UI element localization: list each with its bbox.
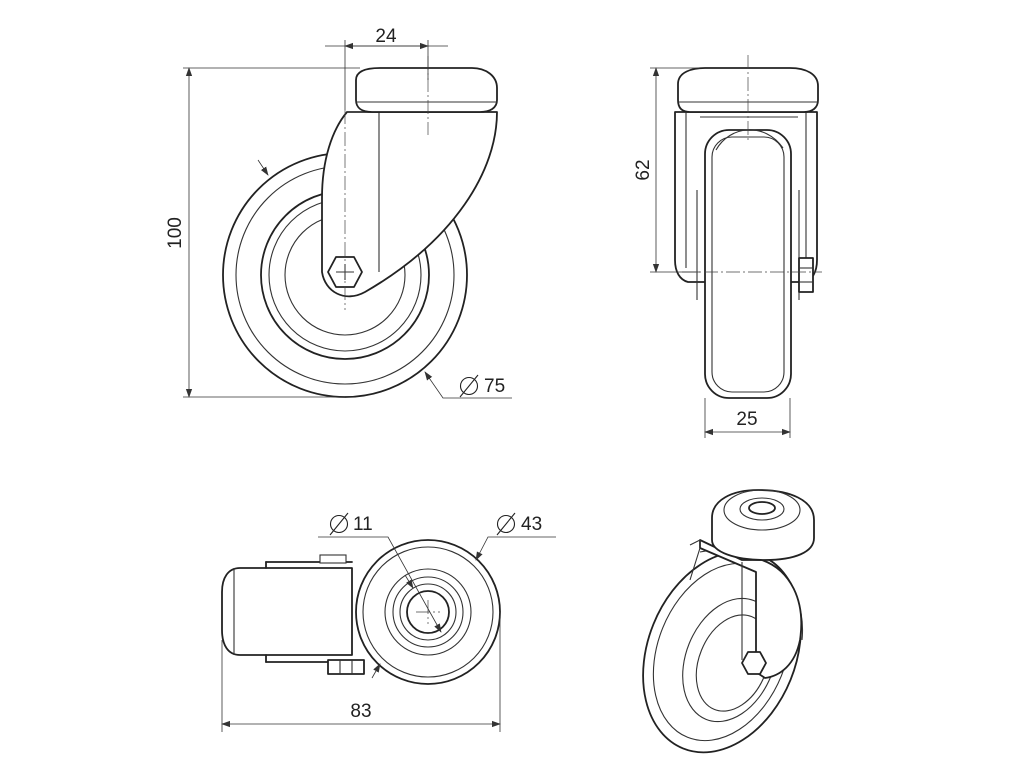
front-axle-nut xyxy=(798,257,814,293)
isometric-view xyxy=(642,489,815,754)
diameter-symbol-75 xyxy=(459,374,479,398)
iso-axle-nut xyxy=(741,651,767,675)
dim-bolt-offset: 24 xyxy=(375,26,397,47)
iso-fork xyxy=(699,539,803,679)
side-view: 24 100 75 xyxy=(165,26,512,399)
dim-hole-diameter: 11 xyxy=(353,514,373,535)
iso-bolt-hole xyxy=(748,501,776,515)
top-fork-tab xyxy=(319,554,347,564)
dim-overall-depth: 83 xyxy=(350,701,371,722)
bolt-housing xyxy=(355,67,498,113)
fork-bracket xyxy=(321,111,498,298)
top-axle-nut xyxy=(327,659,365,675)
top-bolt-hole xyxy=(406,590,450,634)
diameter-symbol-43 xyxy=(496,512,516,536)
top-view: 83 11 43 xyxy=(221,512,556,732)
dim-mount-height: 62 xyxy=(633,159,654,180)
top-wheel xyxy=(221,567,353,656)
dim-head-diameter: 43 xyxy=(521,514,542,535)
front-view: 62 25 xyxy=(633,55,822,438)
front-wheel xyxy=(704,129,792,399)
dim-overall-height: 100 xyxy=(165,217,186,249)
iso-head xyxy=(711,489,815,561)
dim-wheel-diameter: 75 xyxy=(484,376,505,397)
dim-wheel-width: 25 xyxy=(736,409,757,430)
diameter-symbol-11 xyxy=(329,512,349,536)
